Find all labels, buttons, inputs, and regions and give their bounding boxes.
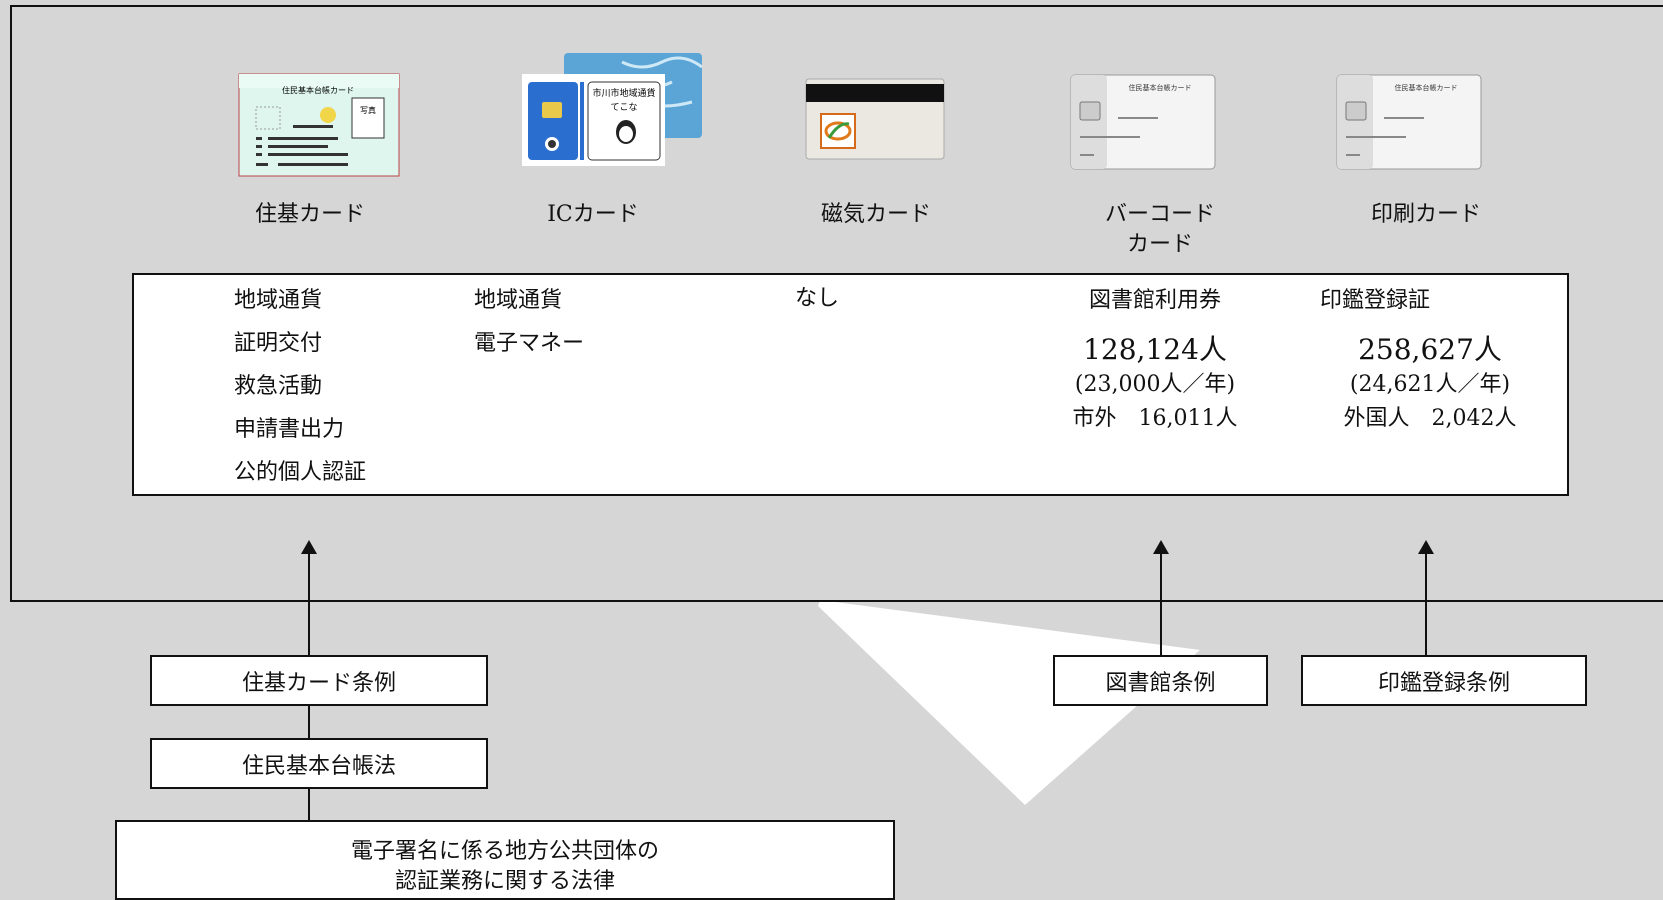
jyuki-use-item: 公的個人認証	[234, 460, 367, 485]
barcode-users-per-year: (23,000人／年)	[1074, 372, 1236, 397]
card-label-jyuki: 住基カード	[254, 202, 365, 227]
jyuki-card-title: 住民基本台帳カード	[282, 85, 354, 95]
barcode-outside-users: 市外 16,011人	[1072, 406, 1238, 431]
print-uses: 印鑑登録証 258,627人 (24,621人／年) 外国人 2,042人	[1320, 279, 1560, 437]
esign-law-line1: 電子署名に係る地方公共団体の	[350, 839, 659, 864]
arrow-head-seal	[1418, 540, 1434, 554]
barcode-total-users: 128,124人	[1083, 333, 1227, 366]
print-users-per-year: (24,621人／年)	[1349, 372, 1511, 397]
connector-jyuki-law	[308, 705, 310, 739]
barcode-uses: 図書館利用券 128,124人 (23,000人／年) 市外 16,011人	[1040, 279, 1270, 437]
magnetic-card-image	[805, 78, 945, 160]
print-card-title: 住民基本台帳カード	[1395, 83, 1458, 92]
card-label-magnetic: 磁気カード	[820, 202, 931, 227]
jyuki-use-item: 地域通貨	[234, 288, 323, 313]
print-card-image: 住民基本台帳カード	[1336, 74, 1482, 170]
jyuki-use-item: 救急活動	[234, 374, 323, 399]
library-ordinance-box: 図書館条例	[1053, 655, 1268, 706]
jyuki-use-item: 証明交付	[234, 331, 323, 356]
jyuki-uses-list: 地域通貨 証明交付 救急活動 申請書出力 公的個人認証	[234, 279, 366, 494]
barcode-use-label: 図書館利用券	[1088, 288, 1221, 313]
jyuki-card-image: 住民基本台帳カード 写真	[238, 73, 400, 177]
jyuki-card-photo-label: 写真	[360, 105, 376, 115]
arrow-head-library	[1153, 540, 1169, 554]
print-foreign-users: 外国人 2,042人	[1343, 406, 1517, 431]
esign-law-line2: 認証業務に関する法律	[394, 869, 615, 894]
ic-use-item: 電子マネー	[474, 331, 585, 356]
connector-law-esign	[308, 788, 310, 821]
svg-text:住民基本台帳カード: 住民基本台帳カード	[1129, 83, 1192, 92]
jyuki-use-item: 申請書出力	[234, 417, 345, 442]
card-label-print: 印刷カード	[1370, 202, 1481, 227]
card-uses-box	[132, 273, 1569, 496]
print-use-label: 印鑑登録証	[1320, 288, 1431, 313]
magnetic-use-none: なし	[795, 286, 840, 311]
arrow-head-jyuki	[301, 540, 317, 554]
ic-card-city-text: 市川市地域通貨	[592, 87, 655, 99]
ic-uses-list: 地域通貨 電子マネー	[474, 279, 584, 365]
seal-ordinance-box: 印鑑登録条例	[1301, 655, 1587, 706]
arrow-line-library	[1160, 553, 1162, 656]
esign-law-box: 電子署名に係る地方公共団体の 認証業務に関する法律	[115, 820, 895, 900]
print-total-users: 258,627人	[1358, 333, 1502, 366]
resident-law-box: 住民基本台帳法	[150, 738, 488, 789]
arrow-line-jyuki	[308, 553, 310, 656]
ic-card-name-text: てこな	[610, 102, 637, 113]
ic-use-item: 地域通貨	[474, 288, 563, 313]
arrow-line-seal	[1425, 553, 1427, 656]
card-label-barcode-line1: バーコード	[1104, 202, 1215, 227]
card-label-ic: ICカード	[547, 202, 639, 227]
jyuki-ordinance-box: 住基カード条例	[150, 655, 488, 706]
barcode-card-image: 住民基本台帳カード	[1070, 74, 1216, 170]
card-label-barcode: バーコード カード	[1050, 200, 1270, 260]
ic-card-image: 市川市地域通貨 てこな	[522, 53, 703, 166]
card-label-barcode-line2: カード	[1126, 232, 1193, 257]
